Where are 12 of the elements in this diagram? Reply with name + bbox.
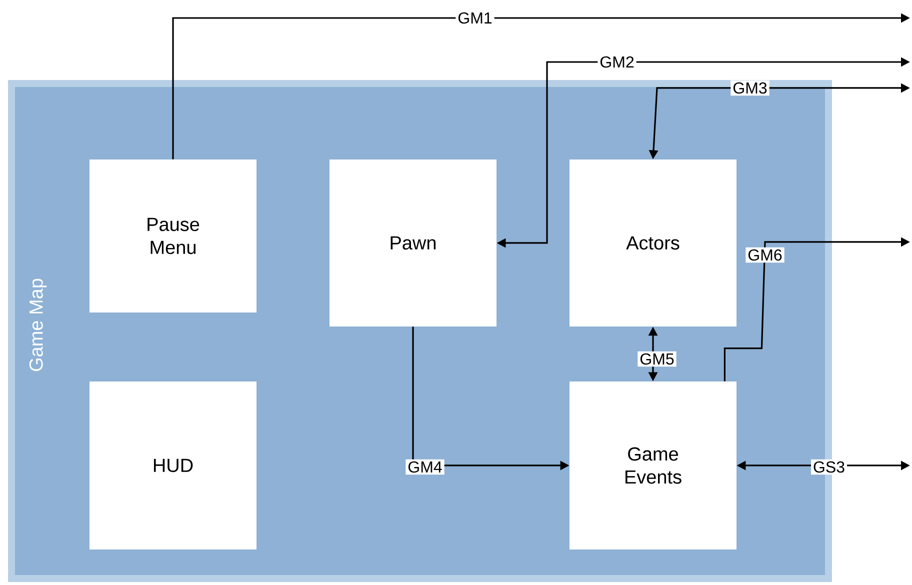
edge-label: GM6 (746, 247, 784, 263)
component-box: Pawn (330, 159, 496, 326)
edge-label: GM5 (638, 351, 676, 367)
edge-label: GM2 (598, 54, 636, 70)
component-box: HUD (90, 381, 256, 550)
component-box: Pause Menu (90, 159, 256, 312)
edge-label: GM1 (456, 10, 494, 26)
edge-label: GM3 (730, 80, 770, 96)
component-box: Actors (570, 159, 736, 326)
edge-label: GM4 (406, 459, 444, 475)
edge-label: GS3 (811, 459, 848, 475)
component-box: Game Events (570, 381, 736, 550)
